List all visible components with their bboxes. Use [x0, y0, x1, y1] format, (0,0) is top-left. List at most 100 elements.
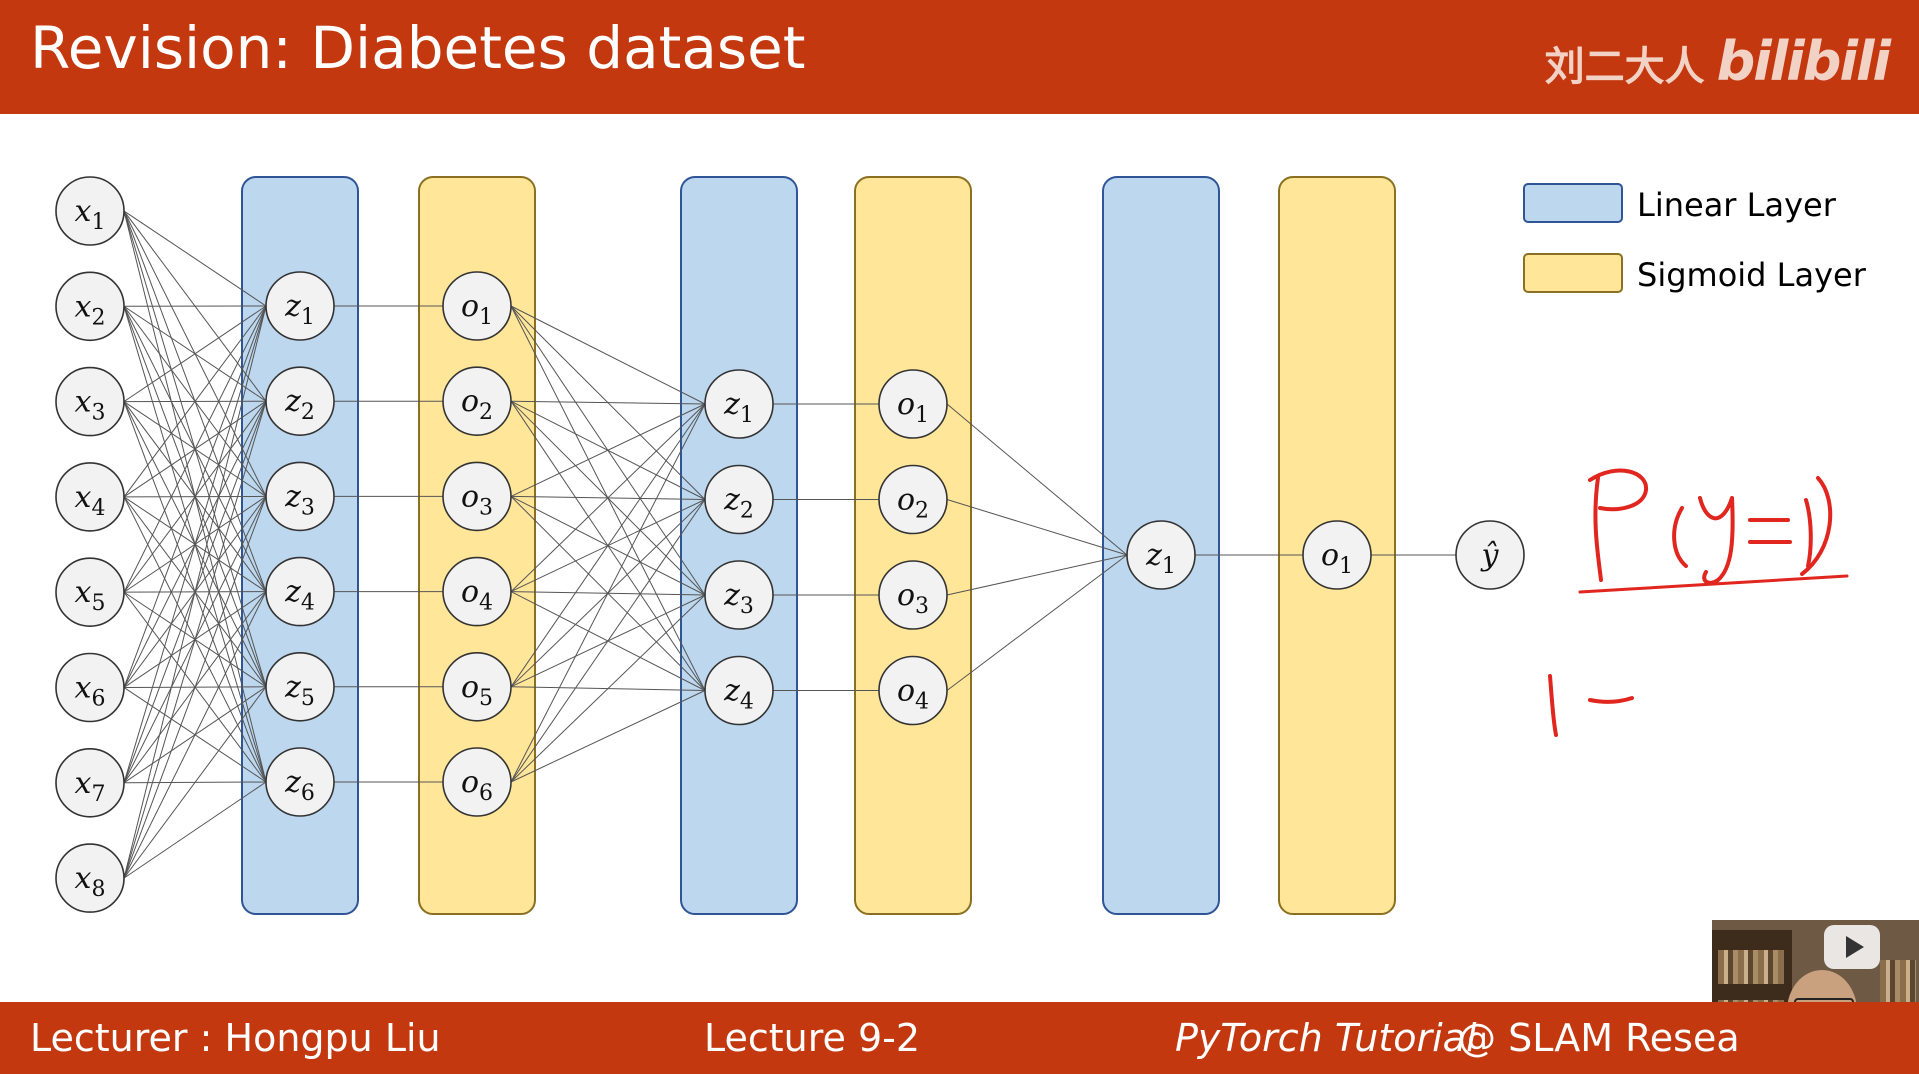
edge: [123, 305, 267, 688]
neuron-node: o4: [442, 556, 512, 627]
handwritten-notes: [1548, 468, 1849, 737]
edge: [510, 690, 706, 783]
neuron-label: x1: [75, 194, 106, 235]
edge: [510, 400, 706, 405]
neuron-node: o4: [878, 655, 948, 726]
neuron-label: x8: [75, 861, 106, 902]
neuron-circle: [1455, 520, 1525, 590]
neuron-circle: [442, 651, 512, 722]
legend-swatch-sigmoid: [1523, 253, 1623, 293]
connection-edges: [123, 210, 1456, 879]
edge: [123, 305, 267, 783]
lecturer-name: Lecturer : Hongpu Liu: [30, 1016, 441, 1060]
edge: [123, 591, 267, 879]
neuron-node: z1: [265, 271, 335, 341]
course-name: PyTorch Tutorial: [1175, 1016, 1477, 1060]
edge: [123, 401, 267, 879]
legend-swatch-linear: [1523, 183, 1623, 223]
slide-title: Revision: Diabetes dataset: [30, 14, 806, 82]
legend: Linear Layer Sigmoid Layer: [1523, 183, 1867, 294]
layer-box-3-linear: [680, 176, 798, 915]
neuron-label: o1: [1321, 538, 1353, 579]
neuron-circle: [442, 747, 512, 817]
edge: [123, 305, 267, 879]
neuron-node: z3: [704, 560, 774, 630]
neuron-label: z1: [284, 289, 315, 330]
edge: [510, 499, 706, 783]
neuron-node: z2: [265, 366, 335, 437]
neuron-circle: [265, 556, 335, 627]
neuron-circle: [1126, 520, 1196, 590]
neuron-label: o2: [897, 483, 929, 524]
neuron-circle: [55, 271, 125, 342]
neuron-label: x2: [75, 289, 106, 330]
neuron-node: o6: [442, 747, 512, 817]
legend-label-sigmoid: Sigmoid Layer: [1637, 256, 1867, 294]
edge: [510, 403, 706, 497]
handwritten-underline: [1578, 574, 1849, 594]
neuron-label: z4: [723, 674, 754, 715]
neuron-label: ŷ: [1480, 538, 1500, 573]
network-diagram: x1x2x3x4x5x6x7x8z1z2z3z4z5z6o1o2o3o4o5o6…: [55, 176, 1867, 915]
edge: [123, 210, 267, 307]
legend-label-linear: Linear Layer: [1637, 186, 1837, 224]
neuron-label: z2: [723, 483, 754, 524]
neuron-circle: [55, 652, 125, 723]
neuron-label: x5: [75, 575, 106, 616]
neuron-circle: [704, 369, 774, 439]
neuron-label: o5: [461, 670, 493, 711]
neuron-label: o1: [461, 289, 493, 330]
neuron-circle: [442, 271, 512, 341]
neuron-node: o1: [878, 369, 948, 439]
neuron-node: o1: [1302, 520, 1372, 590]
neuron-circle: [265, 651, 335, 722]
neuron-label: x4: [75, 480, 106, 521]
bilibili-logo: bilibili: [1716, 30, 1891, 93]
layer-box-2-sigmoid: [418, 176, 536, 915]
neuron-node: x6: [55, 652, 125, 723]
neuron-node: x5: [55, 557, 125, 628]
edge: [123, 781, 267, 879]
neuron-circle: [55, 176, 125, 246]
neuron-label: z3: [284, 479, 315, 520]
neuron-node: x3: [55, 366, 125, 437]
organization: @ SLAM Resea: [1458, 1016, 1740, 1060]
neuron-circle: [878, 655, 948, 726]
neuron-circle: [442, 461, 512, 532]
neuron-node: ŷ: [1455, 520, 1525, 590]
neuron-node: z2: [704, 464, 774, 535]
neuron-label: o3: [461, 479, 493, 520]
neuron-circle: [442, 556, 512, 627]
handwritten-one-minus: [1548, 674, 1634, 737]
neuron-label: o2: [461, 384, 493, 425]
layer-boxes: [241, 176, 1396, 915]
channel-name: 刘二大人: [1544, 44, 1705, 90]
neuron-node: o3: [878, 560, 948, 630]
play-icon[interactable]: [1824, 925, 1880, 969]
neuron-label: z1: [723, 387, 754, 428]
neuron-circle: [265, 461, 335, 532]
neuron-node: x8: [55, 843, 125, 913]
neuron-circle: [878, 464, 948, 535]
neuron-node: z3: [265, 461, 335, 532]
edge: [510, 403, 706, 783]
lecture-number: Lecture 9-2: [704, 1016, 921, 1060]
neuron-node: z4: [704, 655, 774, 726]
edge: [510, 403, 706, 592]
edge: [946, 499, 1128, 556]
neuron-circle: [878, 369, 948, 439]
neuron-node: z1: [704, 369, 774, 439]
neuron-node: o3: [442, 461, 512, 532]
neuron-node: z1: [1126, 520, 1196, 590]
edge: [123, 686, 267, 879]
neuron-label: z1: [1145, 538, 1176, 579]
neuron-circle: [55, 747, 125, 818]
neuron-label: o4: [461, 575, 493, 616]
neuron-label: o3: [897, 578, 929, 619]
neuron-circle: [704, 560, 774, 630]
edge: [123, 305, 267, 593]
neuron-label: z6: [284, 765, 315, 806]
neuron-node: o5: [442, 651, 512, 722]
